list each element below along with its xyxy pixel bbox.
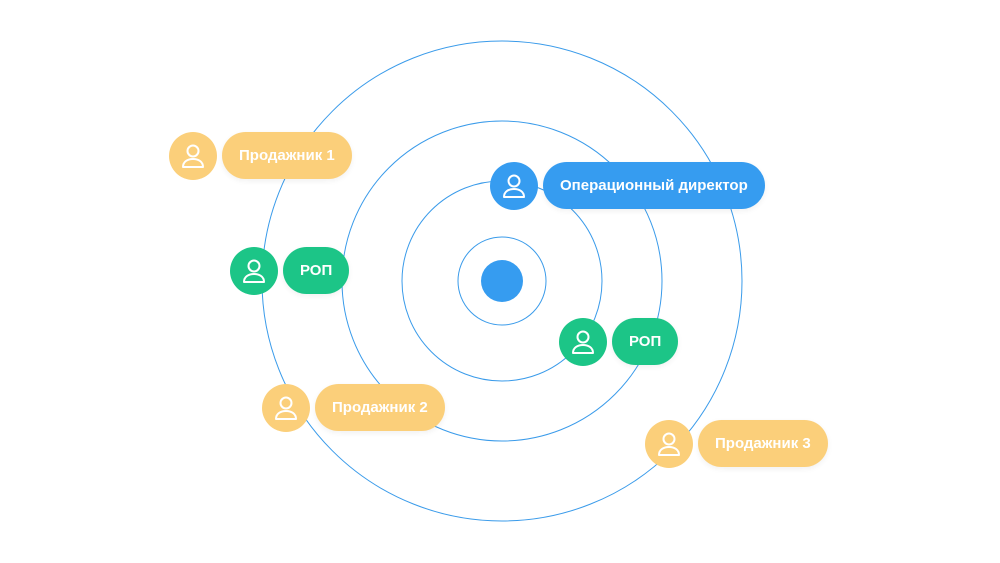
user-avatar-icon [169, 132, 217, 180]
role-label: РОП [283, 247, 350, 294]
user-avatar-icon [645, 420, 693, 468]
user-avatar-icon [559, 318, 607, 366]
role-label: РОП [612, 318, 679, 365]
role-label: Продажник 3 [698, 420, 828, 467]
role-label: Продажник 1 [222, 132, 352, 179]
user-avatar-icon [230, 247, 278, 295]
role-label: Операционный директор [543, 162, 765, 209]
center-dot [481, 260, 523, 302]
user-avatar-icon [262, 384, 310, 432]
user-avatar-icon [490, 162, 538, 210]
role-label: Продажник 2 [315, 384, 445, 431]
ring-1 [457, 236, 547, 326]
